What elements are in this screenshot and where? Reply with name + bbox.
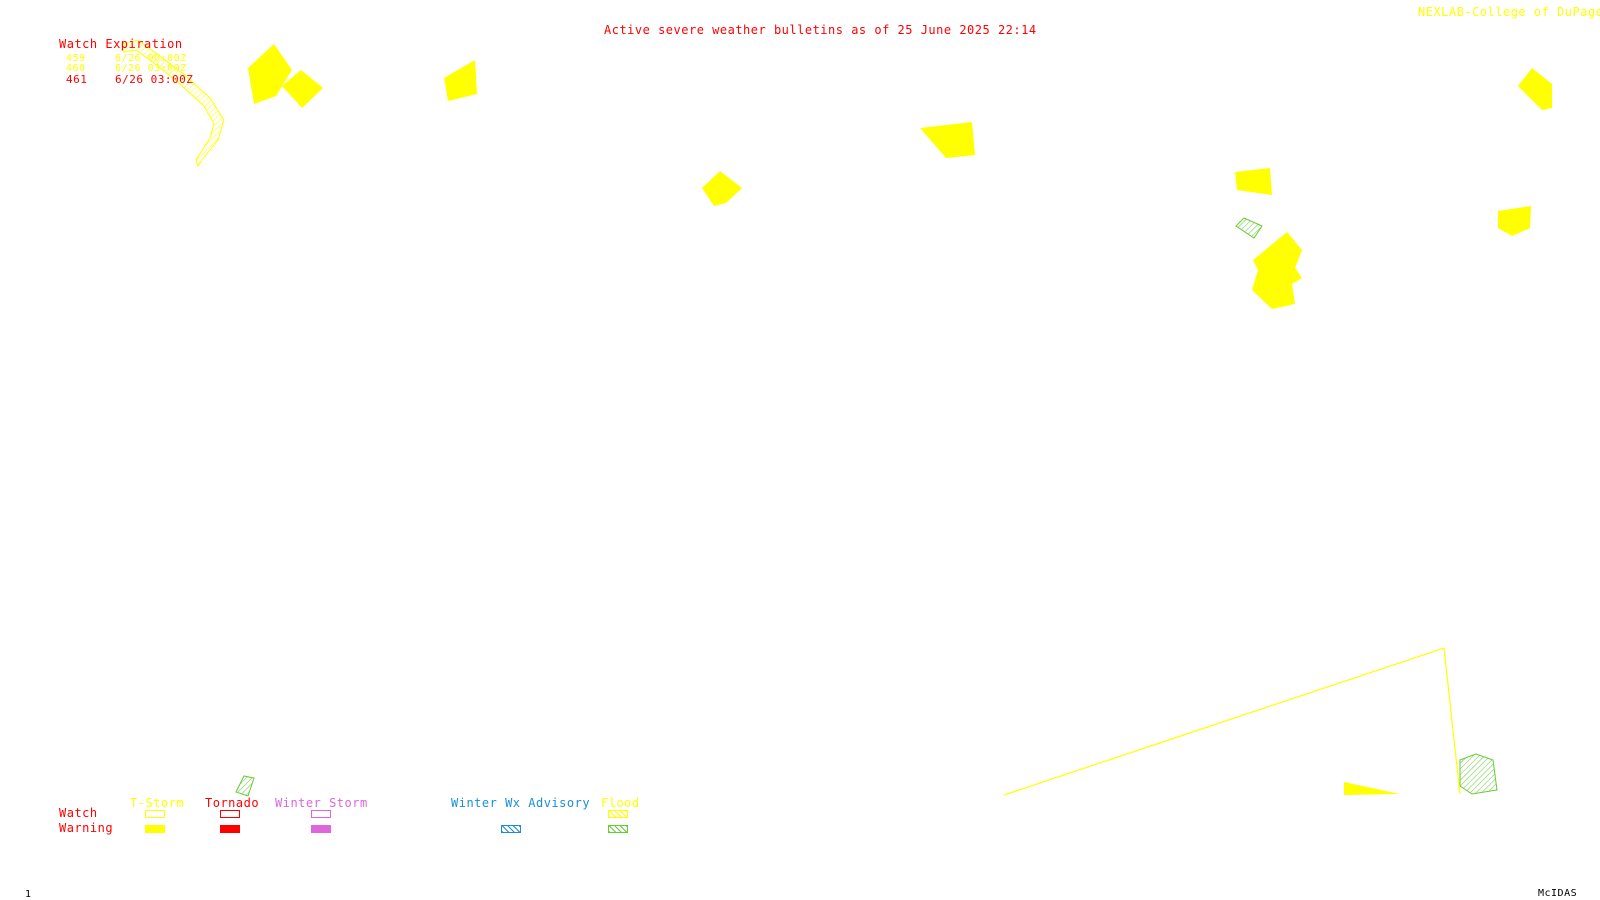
tstorm-warning-polygon (444, 60, 477, 101)
flood-warning-polygon (1235, 217, 1263, 239)
tstorm-warning-polygon (1344, 782, 1400, 795)
flood-watch-swatch (608, 810, 628, 818)
software-label: McIDAS (1538, 888, 1578, 899)
tstorm-warning-polygon (702, 171, 742, 206)
tstorm-warning-polygon (282, 70, 323, 108)
legend-label-winter-storm: Winter Storm (275, 796, 368, 810)
flood-watch-polygon (121, 39, 225, 168)
flood-warning-polygon (235, 775, 255, 797)
legend-label-winter-wx-advisory: Winter Wx Advisory (451, 796, 591, 810)
credit-label: NEXLAB-College of DuPage R (1418, 5, 1600, 19)
tornado-watch-swatch (220, 810, 240, 818)
tstorm-warning-polygon (1518, 68, 1552, 110)
winter-storm-warning-swatch (311, 825, 331, 833)
legend-label-tornado: Tornado (205, 796, 260, 810)
watch-expires: 6/26 03:00Z (115, 63, 187, 74)
page-title: Active severe weather bulletins as of 25… (604, 23, 1037, 37)
tstorm-warning-polygon (920, 122, 975, 158)
tstorm-watch-swatch (145, 810, 165, 818)
flood-warning-swatch (608, 825, 628, 833)
legend-row-watch: Watch (59, 806, 98, 820)
tstorm-warning-polygon (248, 44, 292, 104)
legend-label-tstorm: T-Storm (130, 796, 185, 810)
watch-expires: 6/26 00:00Z (115, 53, 187, 64)
tstorm-warning-polygon (1498, 206, 1531, 236)
winter-storm-watch-swatch (311, 810, 331, 818)
watch-number: 460 (66, 63, 86, 74)
frame-number: 1 (25, 889, 32, 900)
watch-number: 461 (66, 73, 88, 86)
winter-wx-advisory-swatch (501, 825, 521, 833)
flood-warning-polygon (1459, 753, 1498, 795)
tstorm-warning-polygon (1235, 168, 1272, 195)
watch-expiration-heading: Watch Expiration (59, 37, 183, 51)
legend-row-warning: Warning (59, 821, 114, 835)
legend-label-flood: Flood (601, 796, 640, 810)
watch-number: 459 (66, 53, 86, 64)
tstorm-warning-swatch (145, 825, 165, 833)
tstorm-watch-outline (1003, 647, 1461, 796)
tstorm-warning-polygon (1252, 232, 1302, 309)
tornado-warning-swatch (220, 825, 240, 833)
watch-expires: 6/26 03:00Z (115, 73, 194, 86)
